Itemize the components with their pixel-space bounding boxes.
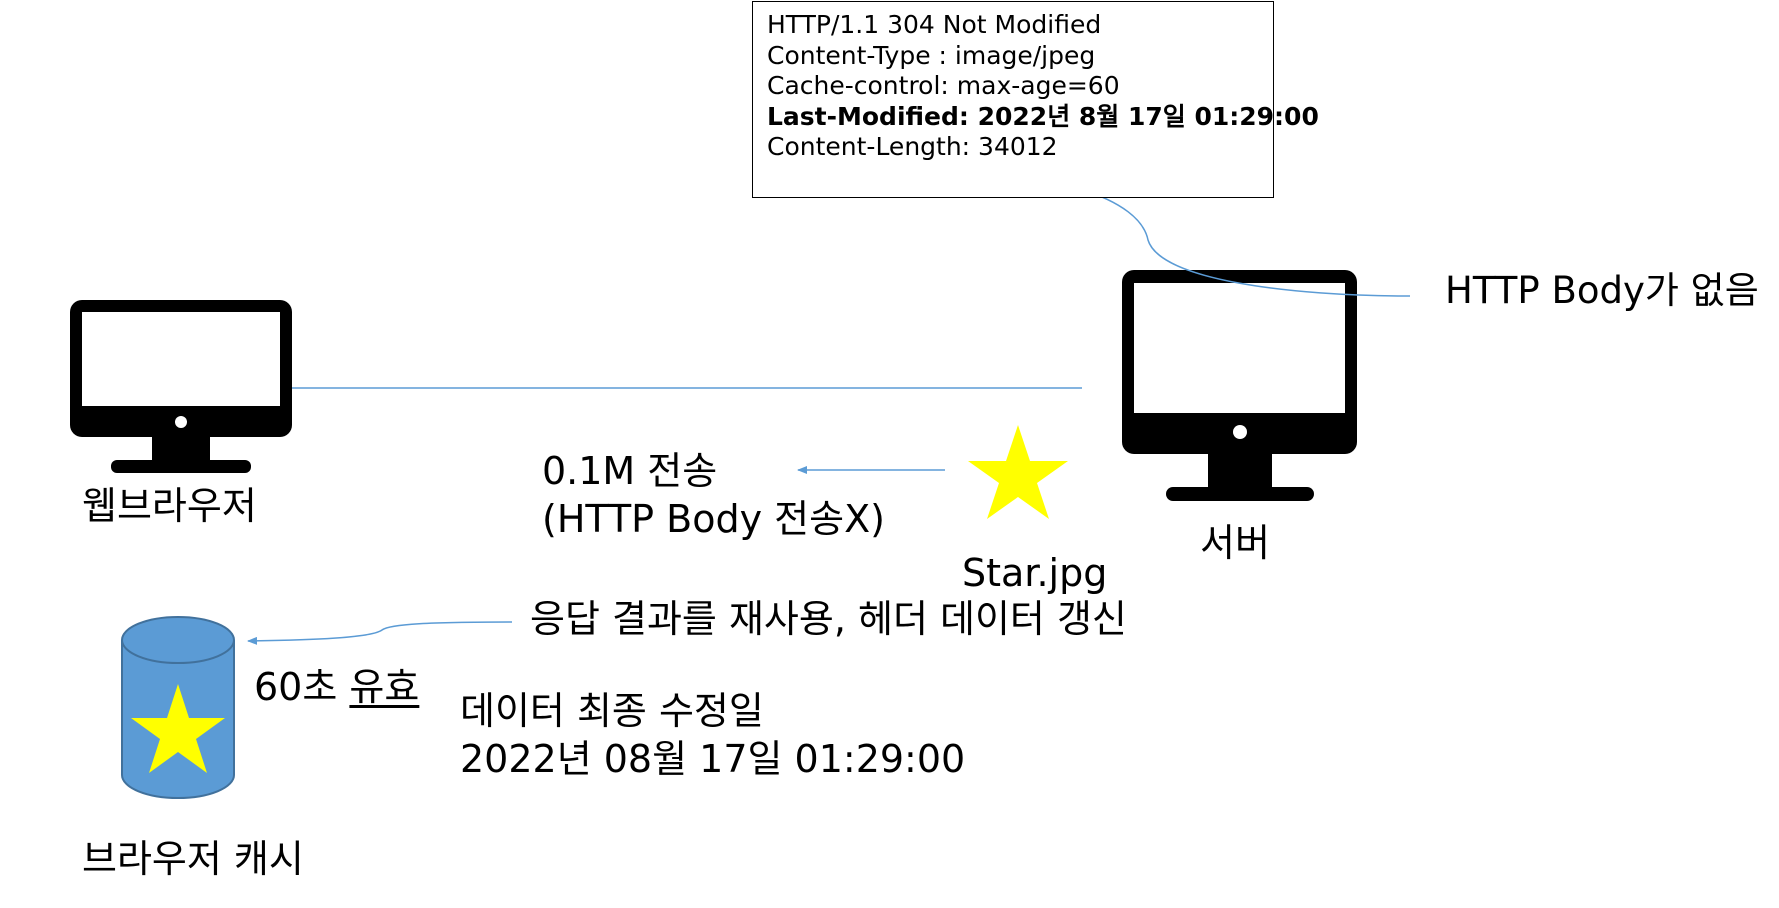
transfer-note-label: (HTTP Body 전송X) — [542, 497, 885, 541]
browser-label: 웹브라우저 — [82, 484, 257, 528]
reuse-label: 응답 결과를 재사용, 헤더 데이터 갱신 — [530, 597, 1127, 641]
last-modified-date: 2022년 08월 17일 01:29:00 — [460, 737, 966, 781]
transfer-size-label: 0.1M 전송 — [542, 449, 718, 493]
header-cache-control: Cache-control: max-age=60 — [767, 71, 1120, 100]
header-last-modified: Last-Modified: 2022년 8월 17일 01:29:00 — [767, 101, 1319, 131]
response-header-box: HTTP/1.1 304 Not Modified Content-Type :… — [752, 1, 1319, 198]
header-status-line: HTTP/1.1 304 Not Modified — [767, 10, 1102, 39]
no-body-label: HTTP Body가 없음 — [1445, 269, 1759, 312]
server-monitor-icon — [1122, 270, 1357, 501]
valid-duration-seconds: 60초 — [254, 665, 350, 709]
header-content-length: Content-Length: 34012 — [767, 132, 1058, 161]
browser-monitor-icon — [70, 300, 292, 473]
valid-duration-label: 60초 유효 — [254, 665, 420, 710]
cached-star-icon — [131, 684, 225, 773]
cache-database-icon — [121, 616, 235, 799]
cache-label: 브라우저 캐시 — [82, 837, 304, 881]
server-label: 서버 — [1200, 521, 1270, 565]
file-name-label: Star.jpg — [962, 551, 1108, 595]
valid-word: 유효 — [349, 665, 420, 709]
header-content-type: Content-Type : image/jpeg — [767, 40, 1096, 70]
star-file-icon — [968, 425, 1068, 519]
reuse-arrow — [247, 621, 513, 645]
last-modified-title: 데이터 최종 수정일 — [460, 689, 764, 733]
